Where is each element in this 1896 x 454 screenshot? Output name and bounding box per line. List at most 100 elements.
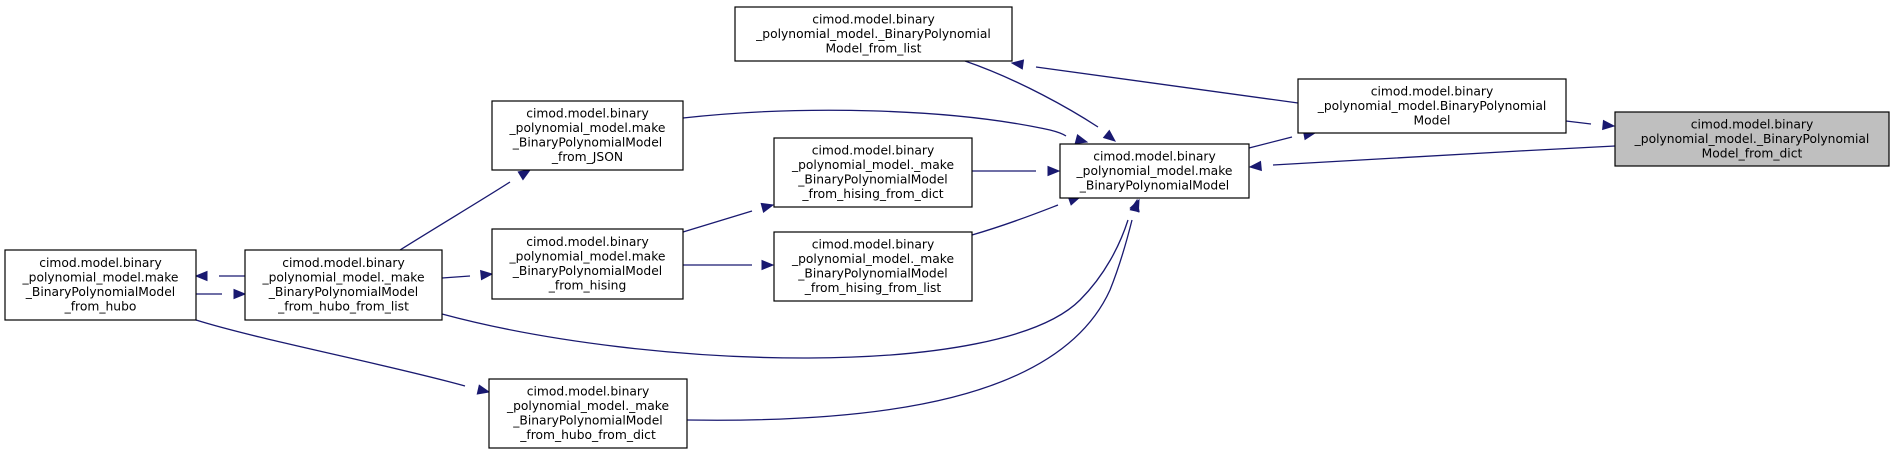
node-box [1297,78,1567,134]
arrowhead-icon [233,288,247,300]
node-BPM[interactable]: cimod.model.binary_polynomial_model.Bina… [1297,78,1567,134]
node-box [244,249,443,321]
node-from-hubo[interactable]: cimod.model.binary_polynomial_model.make… [4,249,197,321]
node-label-line: cimod.model.binary [39,256,161,270]
edge-from_JSON-to-make_BPM [682,109,1089,145]
node-label-line: cimod.model.binary [526,235,648,249]
node-label-line: _polynomial_model.make [509,121,666,135]
edge-line [441,219,1129,359]
node-box [491,228,684,300]
edge-hubo_list-to-from_hubo [194,270,245,282]
node-from-JSON[interactable]: cimod.model.binary_polynomial_model.make… [491,100,684,171]
node-box [488,378,688,449]
edge-hising_list-to-make_BPM [971,195,1082,236]
arrowhead-icon [1602,119,1616,131]
node-label-line: _BinaryPolynomialModel [797,267,947,281]
arrowhead-icon [760,202,775,213]
edge-line [964,60,1099,128]
node-label-line: cimod.model.binary [812,12,934,26]
node-box [773,231,973,302]
node-label-line: _polynomial_model._make [791,252,954,266]
node-layer: cimod.model.binary_polynomial_model._Bin… [4,6,1890,449]
node-label-line: cimod.model.binary [812,238,934,252]
node-label-line: _polynomial_model._make [791,158,954,172]
node-label-line: cimod.model.binary [526,107,648,121]
edge-line [1248,136,1293,149]
arrowhead-icon [1010,59,1025,70]
node-label-line: _BinaryPolynomialModel [797,173,947,187]
node-label-line: _polynomial_model.make [509,250,666,264]
node-box [734,6,1013,62]
edge-line [1035,66,1299,104]
node-label-line: _BinaryPolynomialModel [268,285,418,299]
edge-from_hubo-to-hubo_list [196,288,247,300]
node-label-line: cimod.model.binary [812,144,934,158]
node-label-line: cimod.model.binary [282,256,404,270]
node-label-line: _BinaryPolynomialModel [1079,178,1229,192]
arrowhead-icon [480,269,494,281]
node-hising-list[interactable]: cimod.model.binary_polynomial_model._mak… [773,231,973,302]
node-from-list[interactable]: cimod.model.binary_polynomial_model._Bin… [734,6,1013,62]
node-from-dict[interactable]: cimod.model.binary_polynomial_model._Bin… [1614,111,1890,167]
edge-line [1565,120,1592,125]
node-box [4,249,197,321]
node-label-line: Model [1414,113,1451,127]
node-label-line: _BinaryPolynomialModel [512,414,662,428]
edge-hubo_list-to-from_JSON [399,169,532,251]
edge-from_hubo-to-hubo_dict [195,319,491,395]
node-label-line: _from_hubo_from_dict [519,428,656,442]
edge-BPM-to-from_list [1010,59,1299,104]
node-label-line: _from_hubo_from_list [277,300,409,314]
node-label-line: _BinaryPolynomialModel [512,136,662,150]
node-label-line: Model_from_list [826,41,922,55]
node-label-line: cimod.model.binary [1093,149,1215,163]
edge-line [441,275,471,279]
edge-line [195,319,466,387]
node-label-line: _polynomial_model.make [1076,164,1233,178]
node-label-line: _BinaryPolynomialModel [25,285,175,299]
arrowhead-icon [1102,129,1117,142]
edge-line [686,219,1133,421]
node-label-line: _polynomial_model._make [506,399,669,413]
node-make-BPM[interactable]: cimod.model.binary_polynomial_model.make… [1059,143,1250,199]
arrowhead-icon [1248,160,1262,172]
edge-hubo_dict-to-make_BPM [686,198,1140,421]
edge-line [971,204,1059,236]
edge-line [682,109,1067,137]
edge-from_dict-to-make_BPM [1248,145,1616,172]
node-hubo-list[interactable]: cimod.model.binary_polynomial_model._mak… [244,249,443,321]
node-label-line: _polynomial_model._BinaryPolynomial [755,27,991,41]
edge-from_list-to-make_BPM [964,60,1117,142]
node-label-line: Model_from_dict [1702,146,1803,160]
node-from-hising[interactable]: cimod.model.binary_polynomial_model.make… [491,228,684,300]
node-label-line: _from_hubo [64,300,137,314]
node-label-line: _BinaryPolynomialModel [512,264,662,278]
node-label-line: _from_hising [548,279,627,293]
edge-line [1272,145,1616,166]
node-label-line: _from_JSON [551,150,623,164]
node-box [1059,143,1250,199]
node-label-line: _polynomial_model._make [261,271,424,285]
node-label-line: cimod.model.binary [527,385,649,399]
node-box [1614,111,1890,167]
node-hubo-dict[interactable]: cimod.model.binary_polynomial_model._mak… [488,378,688,449]
arrowhead-icon [1074,134,1089,145]
node-box [491,100,684,171]
node-hising-dict[interactable]: cimod.model.binary_polynomial_model._mak… [773,137,973,208]
edge-layer [194,59,1616,421]
node-label-line: _polynomial_model._BinaryPolynomial [1634,132,1870,146]
arrowhead-icon [476,384,491,395]
node-label-line: _from_hising_from_dict [801,187,943,201]
edge-line [682,210,753,233]
arrowhead-icon [194,270,208,282]
edge-from_hising-to-hising_list [683,259,775,271]
edge-hubo_list-to-from_hising [441,269,494,281]
node-box [773,137,973,208]
edge-hising_dict-to-make_BPM [972,165,1061,177]
node-label-line: cimod.model.binary [1691,117,1813,131]
node-label-line: _from_hising_from_list [804,281,942,295]
node-label-line: _polynomial_model.make [22,271,179,285]
arrowhead-icon [761,259,775,271]
edge-BPM-to-from_dict [1565,119,1616,131]
